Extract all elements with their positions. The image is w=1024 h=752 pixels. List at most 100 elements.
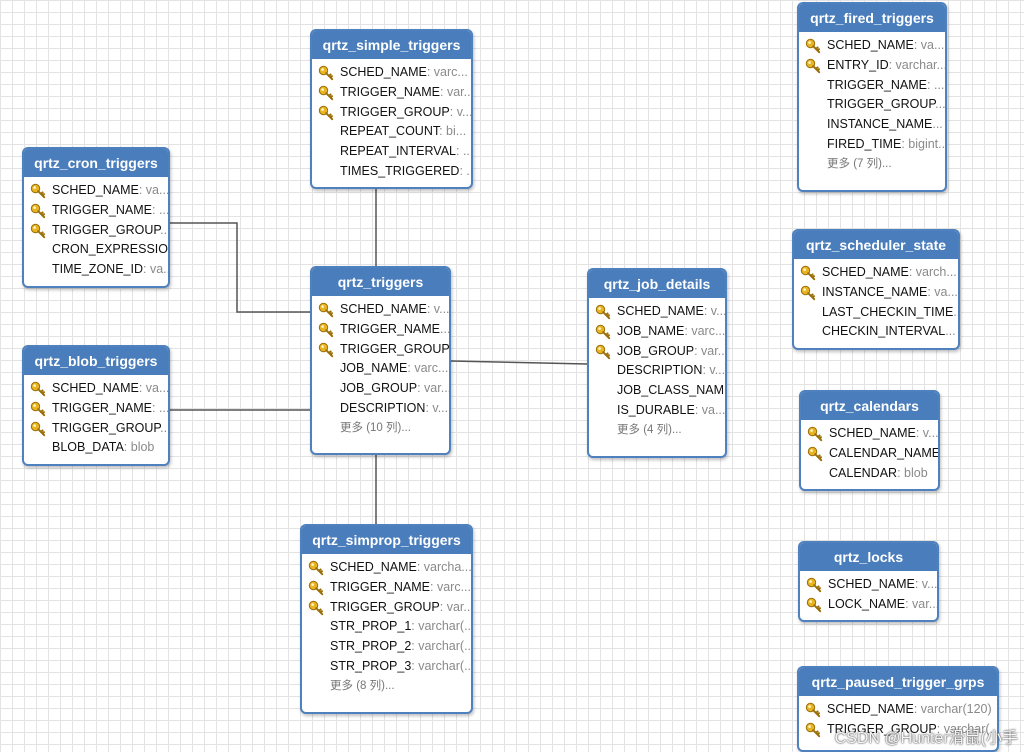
column-type: : v...	[702, 363, 725, 378]
table-title[interactable]: qrtz_fired_triggers	[799, 4, 945, 32]
column-row[interactable]: TRIGGER_GROUP: v...	[312, 103, 471, 123]
column-type: : var...	[439, 599, 471, 614]
table-title[interactable]: qrtz_blob_triggers	[24, 347, 168, 375]
column-row[interactable]: LOCK_NAME: var...	[800, 595, 937, 615]
column-row[interactable]: STR_PROP_3: varchar(...	[302, 657, 471, 677]
column-row[interactable]: LAST_CHECKIN_TIME...	[794, 303, 958, 323]
primary-key-icon	[595, 324, 611, 340]
column-row[interactable]: INSTANCE_NAME: va...	[794, 283, 958, 303]
column-row[interactable]: SCHED_NAME: varc...	[312, 63, 471, 83]
column-row[interactable]: JOB_GROUP: var...	[312, 379, 449, 399]
column-row[interactable]: JOB_CLASS_NAME	[589, 381, 725, 401]
column-type: : va...	[694, 402, 725, 417]
column-row[interactable]: INSTANCE_NAME...	[799, 115, 945, 135]
table-columns: SCHED_NAME: v...JOB_NAME: varc...JOB_GRO…	[589, 298, 725, 441]
more-columns-link[interactable]: 更多 (10 列)...	[340, 421, 411, 434]
column-row[interactable]: FIRED_TIME: bigint...	[799, 135, 945, 155]
table-title[interactable]: qrtz_simprop_triggers	[302, 526, 471, 554]
table-title[interactable]: qrtz_cron_triggers	[24, 149, 168, 177]
column-name: IS_DURABLE	[617, 402, 695, 417]
column-name: SCHED_NAME	[330, 560, 417, 574]
column-row[interactable]: JOB_NAME: varc...	[312, 359, 449, 379]
column-name: SCHED_NAME	[340, 65, 427, 79]
column-name: TRIGGER_GROUP	[52, 420, 161, 435]
column-row[interactable]: SCHED_NAME: v...	[589, 302, 725, 322]
column-row[interactable]: STR_PROP_1: varchar(...	[302, 617, 471, 637]
column-row[interactable]: TRIGGER_NAME: varc...	[302, 578, 471, 598]
column-row[interactable]: BLOB_DATA: blob	[24, 438, 168, 458]
column-row[interactable]: ENTRY_ID: varchar...	[799, 56, 945, 76]
column-row[interactable]: SCHED_NAME: va...	[799, 36, 945, 56]
column-row[interactable]: SCHED_NAME: v...	[800, 575, 937, 595]
column-row[interactable]: REPEAT_INTERVAL: ...	[312, 142, 471, 162]
table-title[interactable]: qrtz_locks	[800, 543, 937, 571]
column-row[interactable]: DESCRIPTION: v...	[589, 361, 725, 381]
more-columns-link[interactable]: 更多 (8 列)...	[330, 679, 395, 692]
column-name: SCHED_NAME	[52, 381, 139, 395]
column-row[interactable]: TRIGGER_NAME: ...	[24, 399, 168, 419]
column-name: ENTRY_ID	[827, 57, 889, 72]
column-row[interactable]: REPEAT_COUNT: bi...	[312, 122, 471, 142]
column-row[interactable]: CHECKIN_INTERVAL...	[794, 322, 958, 342]
column-row[interactable]: TRIGGER_GROUP: var...	[302, 598, 471, 618]
column-row[interactable]: TRIGGER_GROUP...	[24, 221, 168, 241]
column-row[interactable]: SCHED_NAME: varchar(120)	[799, 700, 997, 720]
column-name: JOB_NAME	[617, 323, 685, 338]
column-row[interactable]: SCHED_NAME: varcha...	[302, 558, 471, 578]
column-name: INSTANCE_NAME	[827, 117, 933, 132]
column-row[interactable]: IS_DURABLE: va...	[589, 401, 725, 421]
column-row[interactable]: SCHED_NAME: va...	[24, 379, 168, 399]
column-row[interactable]: DESCRIPTION: v...	[312, 399, 449, 419]
column-row[interactable]: TRIGGER_GROUP: varchar(...	[799, 720, 997, 740]
column-row[interactable]: TIME_ZONE_ID: va...	[24, 260, 168, 280]
primary-key-icon	[318, 302, 334, 318]
column-row[interactable]: CALENDAR_NAME	[801, 444, 938, 464]
column-row[interactable]: SCHED_NAME: va...	[24, 181, 168, 201]
column-row[interactable]: TIMES_TRIGGERED: ...	[312, 162, 471, 182]
column-row[interactable]: TRIGGER_GROUP...	[312, 340, 449, 360]
primary-key-icon	[30, 223, 46, 239]
primary-key-icon	[806, 597, 822, 613]
column-type: : bi...	[439, 124, 467, 139]
table-title[interactable]: qrtz_job_details	[589, 270, 725, 298]
column-type: ...	[935, 97, 945, 112]
column-row[interactable]: TRIGGER_GROUP...	[24, 419, 168, 439]
table-title[interactable]: qrtz_paused_trigger_grps	[799, 668, 997, 696]
table-columns: SCHED_NAME: varchar(120)TRIGGER_GROUP: v…	[799, 696, 997, 740]
column-row[interactable]: CRON_EXPRESSION	[24, 240, 168, 260]
column-type: : varchar(...	[411, 619, 471, 634]
table-title[interactable]: qrtz_simple_triggers	[312, 31, 471, 59]
column-row[interactable]: SCHED_NAME: v...	[312, 300, 449, 320]
table-title[interactable]: qrtz_scheduler_state	[794, 231, 958, 259]
table-title[interactable]: qrtz_calendars	[801, 392, 938, 420]
table-title[interactable]: qrtz_triggers	[312, 268, 449, 296]
column-row[interactable]: JOB_NAME: varc...	[589, 322, 725, 342]
column-row[interactable]: TRIGGER_NAME: ...	[24, 201, 168, 221]
more-columns-link[interactable]: 更多 (4 列)...	[617, 423, 682, 436]
column-row[interactable]: SCHED_NAME: varch...	[794, 263, 958, 283]
column-row[interactable]: SCHED_NAME: v...	[801, 424, 938, 444]
column-row[interactable]: TRIGGER_NAME...	[312, 320, 449, 340]
more-columns-link[interactable]: 更多 (7 列)...	[827, 157, 892, 170]
column-row[interactable]: TRIGGER_NAME: ...	[799, 76, 945, 96]
column-row[interactable]: JOB_GROUP: var...	[589, 342, 725, 362]
column-type: : varc...	[430, 579, 471, 594]
column-row[interactable]: TRIGGER_GROUP...	[799, 95, 945, 115]
column-type: : varcha...	[416, 560, 471, 574]
column-row[interactable]: TRIGGER_NAME: var...	[312, 83, 471, 103]
column-row[interactable]: STR_PROP_2: varchar(...	[302, 637, 471, 657]
column-row[interactable]: CALENDAR: blob	[801, 464, 938, 484]
column-name: SCHED_NAME	[340, 302, 427, 316]
